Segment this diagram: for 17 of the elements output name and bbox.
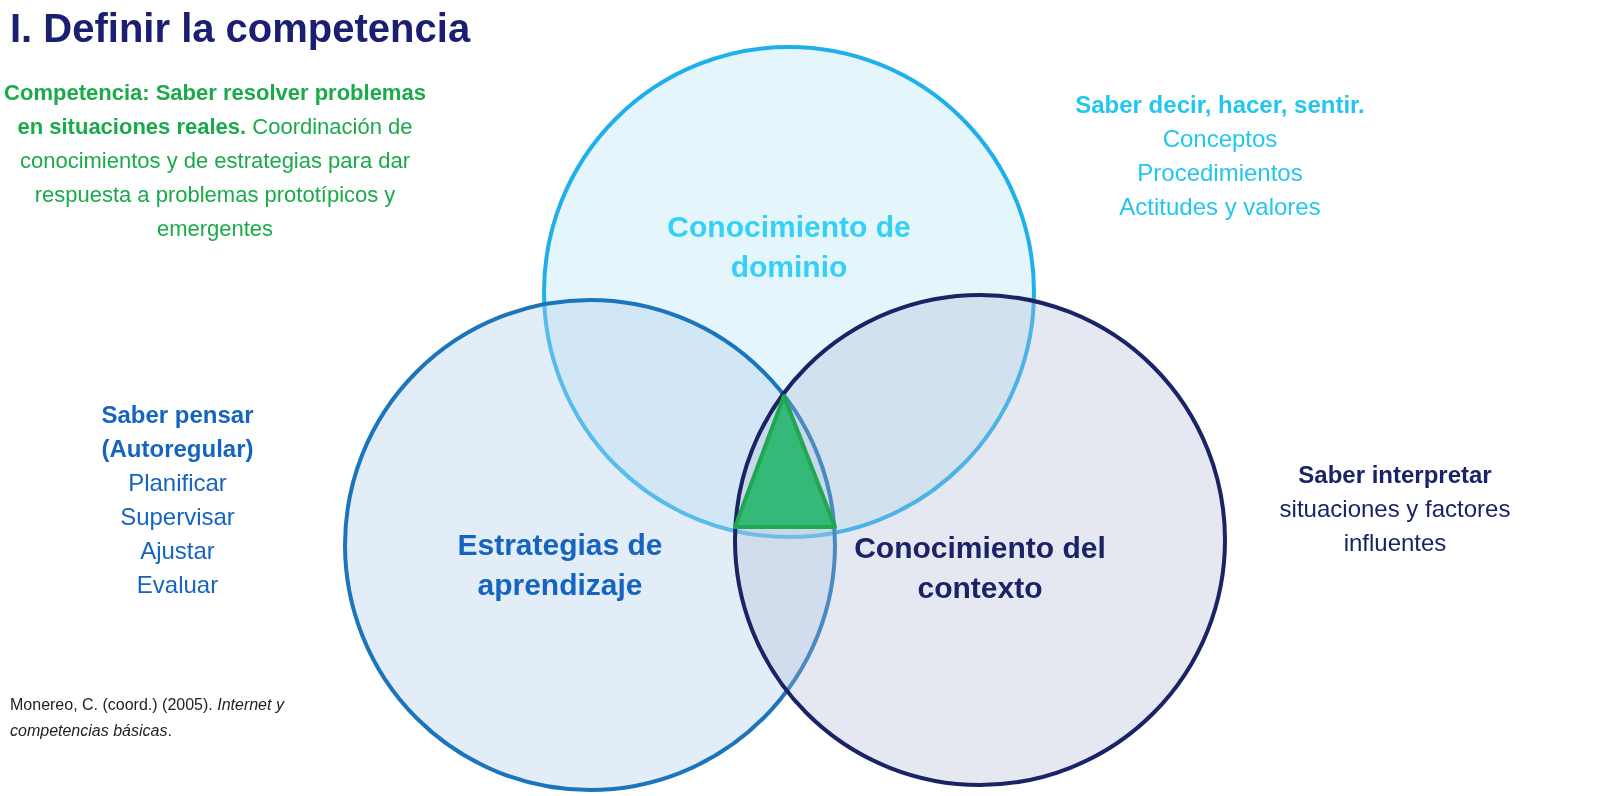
circle-title: Conocimiento de dominio	[666, 209, 912, 285]
note-text: Actitudes y valores	[1118, 192, 1322, 222]
note-text: Ajustar	[139, 536, 216, 566]
slide-title: I. Definir la competencia	[10, 6, 471, 51]
note-text: situaciones y factores influentes	[1278, 494, 1512, 558]
note-text: Saber decir, hacer, sentir.	[1074, 90, 1366, 120]
note-text: Conceptos	[1161, 124, 1279, 154]
definition-text: Competencia: Saber resolver problemas en situaciones reales. Coordinación de conocimientos y de estrategias para dar respuesta a problemas prototípicos y emergentes	[3, 79, 427, 243]
citation-text: Monereo, C. (coord.) (2005). Internet y competencias básicas.	[10, 695, 286, 741]
circle-title: Conocimiento del contexto	[853, 530, 1107, 606]
note-text: Evaluar	[135, 570, 220, 600]
note-text: Supervisar	[119, 502, 236, 532]
note-text: Planificar	[127, 468, 228, 498]
note-text: Saber interpretar	[1297, 460, 1493, 490]
circle-title: Estrategias de aprendizaje	[456, 527, 664, 603]
note-text: Saber pensar (Autoregular)	[100, 400, 255, 464]
note-text: Procedimientos	[1136, 158, 1304, 188]
